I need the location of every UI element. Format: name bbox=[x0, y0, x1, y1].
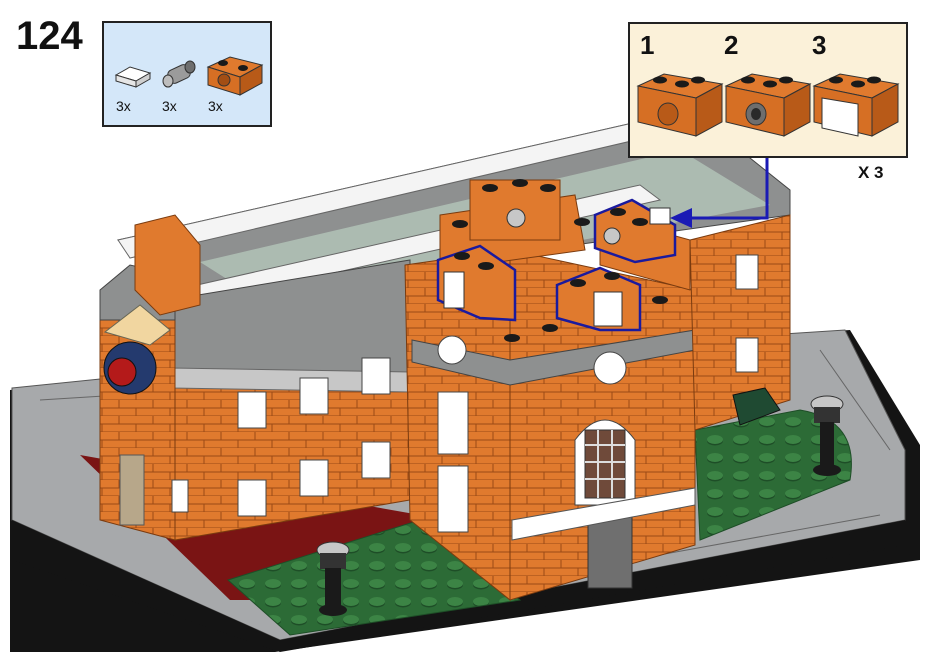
highlight-part-center bbox=[555, 266, 642, 332]
left-wing bbox=[167, 259, 411, 541]
substep-1-brick bbox=[636, 73, 724, 137]
lamp-post-right bbox=[810, 395, 844, 476]
lamp-post-left bbox=[316, 541, 350, 616]
substep-art bbox=[636, 73, 900, 137]
part-qty-pin: 3x bbox=[162, 98, 177, 114]
substep-label-3: 3 bbox=[812, 30, 827, 60]
substep-label-2: 2 bbox=[724, 30, 739, 60]
substep-3-brick bbox=[812, 73, 900, 137]
highlight-part-left bbox=[436, 244, 517, 322]
technic-pin-part bbox=[162, 60, 196, 88]
substep-2-brick bbox=[724, 73, 812, 137]
parts-list-art bbox=[114, 56, 264, 96]
central-tower bbox=[404, 249, 696, 602]
callout-arrow bbox=[670, 158, 769, 228]
part-qty-tile: 3x bbox=[116, 98, 131, 114]
white-tile-part bbox=[114, 66, 152, 88]
highlight-part-right bbox=[593, 198, 677, 264]
right-wing bbox=[689, 214, 791, 431]
part-qty-brick: 3x bbox=[208, 98, 223, 114]
roof-back bbox=[116, 109, 791, 306]
parts-list-box: 3x 3x 3x bbox=[102, 21, 272, 127]
substep-box: 1 2 3 bbox=[628, 22, 908, 158]
repeat-count: X 3 bbox=[858, 163, 884, 182]
substep-label-1: 1 bbox=[640, 30, 655, 60]
step-number: 124 bbox=[16, 14, 83, 58]
lawn-right bbox=[694, 409, 852, 541]
left-end bbox=[99, 214, 201, 541]
technic-brick-part bbox=[206, 56, 264, 96]
